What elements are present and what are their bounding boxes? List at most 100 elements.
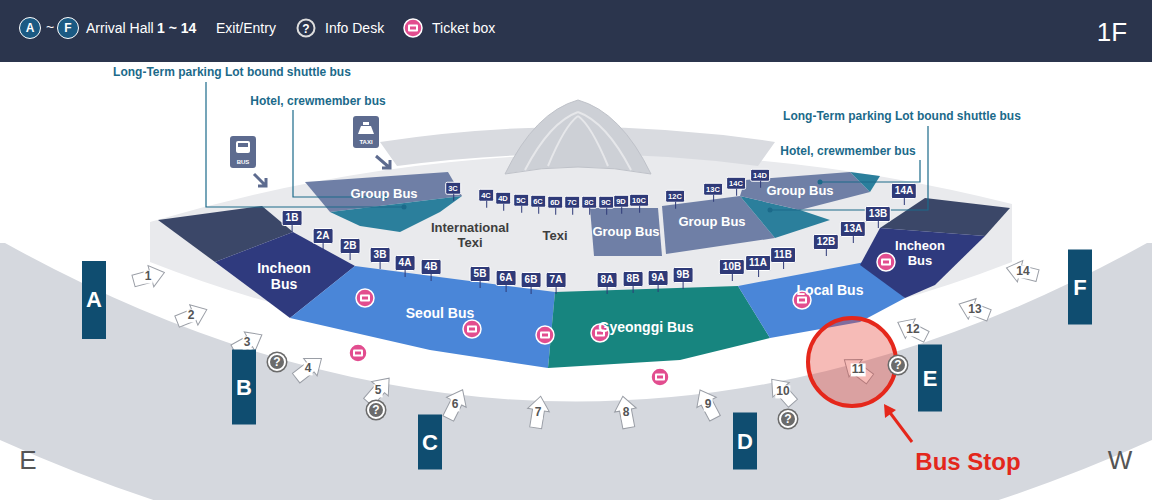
bus-stop-box: 6A [496,270,517,286]
bus-stop-box: 9D [613,195,629,208]
zone-label: Group Bus [350,187,417,202]
bus-stop-box-text: 14C [729,179,743,187]
bus-stop-box: 4C [478,189,494,202]
bus-stop-box: 5C [513,194,529,207]
bus-stop-box-text: 8B [627,274,640,284]
zone-label-text: Incheon Bus [248,260,320,292]
bus-stop-box-text: 9B [677,270,690,280]
bus-stop-box-text: 4D [498,194,508,202]
info-desk-icon: ? [268,353,286,371]
bus-stop-box-text: 9D [616,197,626,205]
exit-arrow [612,394,640,430]
bus-stop-box-text: 11B [774,250,792,260]
ticket-box-icon [356,289,374,307]
bus-stop-box-text: 3C [448,184,458,192]
legend-text: Ticket box [432,20,495,36]
floor-label: 1F [1097,17,1127,48]
exit-arrow [1004,257,1040,286]
exit-number: 2 [187,309,196,322]
bus-stop-box: 4D [495,192,511,205]
exit-number: 12 [905,323,920,336]
bus-stop-box: 4B [421,259,442,275]
zone-label: Local Bus [797,282,864,298]
arrival-hall: B [232,350,256,425]
bus-stop-box-text: 4B [425,262,438,272]
bus-stop-box-text: 10C [632,196,646,204]
bus-stop-box-text: 13C [706,185,720,193]
info-desk-icon: ? [779,410,797,428]
ticket-box-icon [349,344,367,362]
bus-stop-box: 6B [521,272,542,288]
zone-label: International Texi [427,221,513,251]
bus-stop-box-text: 4C [481,191,491,199]
bus-stop-box: 9B [673,267,694,283]
bus-stop-box: 8B [623,271,644,287]
bus-stop-box-text: 9A [652,273,665,283]
bus-stop-box: 7C [564,196,580,209]
bus-stop-box-text: 4A [399,258,412,268]
bus-stop-box-text: 7A [550,275,563,285]
ticket-box-icon [536,326,554,344]
zone-label-text: Group Bus [350,187,417,202]
arrival-hall: C [418,415,442,470]
bus-stop-box-text: 12C [668,192,682,200]
arrival-hall-text: C [422,429,438,455]
exit-number: 11 [851,363,866,376]
bus-stop-box-text: 6D [550,198,560,206]
ticket-box-icon [651,368,669,386]
legend-text: Exit/Entry [216,20,276,36]
exit-arrow [764,372,802,411]
bus-stop-box: 14C [726,177,746,190]
bus-stop-box-text: 9C [601,198,611,206]
bus-stop-box-text: 11A [749,258,767,268]
exit-number: 13 [967,303,982,316]
info-desk-icon: ? [889,356,907,374]
legend-text: Info Desk [325,20,384,36]
exit-arrow [955,294,993,326]
bus-stop-box-text: 5C [516,196,526,204]
bus-stop-box: 4A [395,255,416,271]
zone-label-text: Texi [542,229,567,244]
bus-stop-box: 12B [813,234,839,250]
arrival-hall-text: B [236,374,252,400]
bus-stop-box: 13B [865,206,891,222]
bus-stop-box: 9A [648,270,669,286]
bus-stop-box-text: 6A [500,273,513,283]
legend-icon: ? [297,19,316,38]
bus-stop-box: 9C [598,196,614,209]
leader-label: Hotel, crewmember bus [780,144,915,158]
bus-stop-box-text: 13A [844,224,862,234]
bus-stop-box: 7A [546,272,567,288]
bus-stop-box-text: 5B [474,269,487,279]
callout-label: Bus Stop [915,448,1020,476]
legend-range: 1 ~ 14 [157,20,196,36]
legend-text: Arrival Hall [86,20,154,36]
bus-stop-box-text: 6C [533,197,543,205]
zone-label-text: Incheon Bus [888,239,952,269]
exit-number: 10 [775,385,790,398]
zone-label: Incheon Bus [248,260,320,292]
icon-label: BUS [237,159,250,165]
bus-stop-box: 14D [750,169,770,182]
bus-stop-box: 6D [547,196,563,209]
arrival-hall: A [82,261,106,339]
bus-stop-box: 11A [745,255,771,271]
exit-arrow [438,385,472,423]
zone-label: Gyeonggi Bus [599,319,694,335]
bus-stop-box-text: 7C [567,198,577,206]
exit-arrow [525,394,552,429]
bus-stop-box: 10B [719,259,745,275]
zone-label: Texi [542,229,567,244]
leader-label: Long-Term parking Lot bound shuttle bus [783,109,1021,123]
zone-label: Group Bus [766,184,833,199]
bus-stop-box-text: 12B [817,237,835,247]
bus-stop-box-text: 2B [344,241,357,251]
exit-number: 4 [304,362,313,375]
bus-stop-box: 3C [445,182,461,195]
leader-label: Long-Term parking Lot bound shuttle bus [113,65,351,79]
ticket-box-icon [877,253,895,271]
bus-stop-box-text: 10B [723,262,741,272]
bus-stop-box-text: 8A [601,275,614,285]
bus-stop-box-text: 8C [584,198,594,206]
zone-label: Group Bus [678,215,745,230]
